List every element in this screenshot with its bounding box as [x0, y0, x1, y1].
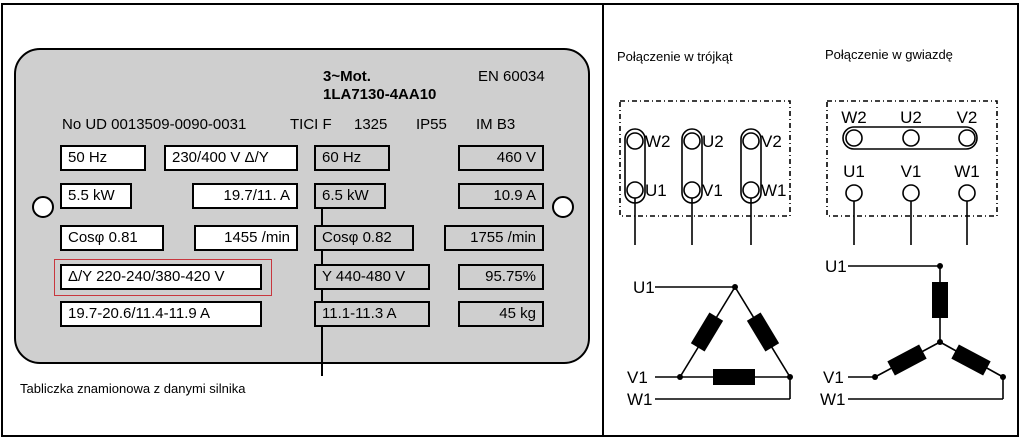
outer-frame — [1, 3, 1019, 437]
motor-phase-label: 3~Mot. — [323, 68, 371, 85]
delta-label-u1: U1 — [645, 181, 667, 200]
delta-line-w1: W1 — [627, 390, 653, 409]
star-label-w2: W2 — [841, 108, 867, 127]
delta-terminal-u2 — [683, 132, 701, 150]
voltage-y-range-box: Y 440-480 V — [314, 264, 430, 290]
voltage-230-400-box: 230/400 V Δ/Y — [164, 145, 298, 171]
nameplate-caption: Tabliczka znamionowa z danymi silnika — [20, 381, 246, 396]
star-label-w1: W1 — [954, 162, 980, 181]
delta-terminal-v2 — [742, 132, 760, 150]
speed-1455-box: 1455 /min — [194, 225, 298, 251]
star-label-v2: V2 — [957, 108, 978, 127]
star-terminal-u1 — [845, 184, 863, 202]
serial-number: No UD 0013509-0090-0031 — [62, 116, 247, 133]
delta-terminal-u1 — [626, 181, 644, 199]
delta-coil-bottom — [713, 369, 755, 385]
voltage-range-box: Δ/Y 220-240/380-420 V — [60, 264, 262, 290]
mounting-hole-right — [552, 196, 574, 218]
power-5-5kw-box: 5.5 kW — [60, 183, 132, 209]
star-bridge — [842, 126, 978, 150]
star-terminal-v1 — [902, 184, 920, 202]
star-terminal-v2 — [958, 129, 976, 147]
code-1325: 1325 — [354, 116, 388, 133]
connection-diagrams: Połączenie w trójkąt Połączenie w gwiazd… — [617, 47, 1006, 409]
power-6-5kw-box: 6.5 kW — [314, 183, 386, 209]
freq-50hz-box: 50 Hz — [60, 145, 146, 171]
star-label-u2: U2 — [900, 108, 922, 127]
speed-1755-box: 1755 /min — [444, 225, 544, 251]
delta-coil-left — [690, 312, 724, 352]
star-coil-left — [887, 344, 927, 376]
delta-label-u2: U2 — [702, 132, 724, 151]
delta-label-v2: V2 — [761, 132, 782, 151]
mounting-hole-left — [32, 196, 54, 218]
star-coil-top — [932, 282, 948, 318]
voltage-460-box: 460 V — [458, 145, 544, 171]
thermal-class: TICI F — [290, 116, 332, 133]
star-label-u1: U1 — [843, 162, 865, 181]
ip-rating: IP55 — [416, 116, 447, 133]
current-10-9-box: 10.9 A — [458, 183, 544, 209]
delta-line-v1: V1 — [627, 368, 648, 387]
delta-label-w2: W2 — [645, 132, 671, 151]
freq-60hz-box: 60 Hz — [314, 145, 390, 171]
star-terminal-box — [826, 100, 998, 217]
cos-phi-0-82-box: Cosφ 0.82 — [314, 225, 414, 251]
star-label-v1: V1 — [901, 162, 922, 181]
current-range-60hz-box: 11.1-11.3 A — [314, 301, 430, 327]
highlight-frame — [54, 259, 272, 296]
star-terminal-u2 — [902, 129, 920, 147]
mass-box: 45 kg — [458, 301, 544, 327]
star-line-u1: U1 — [825, 257, 847, 276]
delta-terminal-w1 — [742, 181, 760, 199]
mounting-type: IM B3 — [476, 116, 516, 133]
delta-terminal-w2 — [626, 132, 644, 150]
delta-title: Połączenie w trójkąt — [617, 49, 733, 64]
standard-label: EN 60034 — [478, 68, 545, 85]
current-range-box: 19.7-20.6/11.4-11.9 A — [60, 301, 262, 327]
cos-phi-0-81-box: Cosφ 0.81 — [60, 225, 164, 251]
delta-line-u1: U1 — [633, 278, 655, 297]
star-coil-right — [951, 344, 991, 376]
star-terminal-w2 — [845, 129, 863, 147]
star-line-w1: W1 — [820, 390, 846, 409]
current-19-7-box: 19.7/11. A — [192, 183, 298, 209]
star-title: Połączenie w gwiazdę — [825, 47, 953, 62]
star-terminal-w1 — [958, 184, 976, 202]
panel-divider — [602, 3, 604, 437]
efficiency-box: 95.75% — [458, 264, 544, 290]
star-line-v1: V1 — [823, 368, 844, 387]
nameplate: 3~Mot. EN 60034 1LA7130-4AA10 No UD 0013… — [14, 48, 590, 376]
delta-terminal-box — [619, 100, 791, 217]
delta-label-w1: W1 — [761, 181, 787, 200]
delta-label-v1: V1 — [702, 181, 723, 200]
motor-type-label: 1LA7130-4AA10 — [323, 86, 437, 103]
delta-coil-right — [746, 312, 780, 352]
delta-terminal-v1 — [683, 181, 701, 199]
